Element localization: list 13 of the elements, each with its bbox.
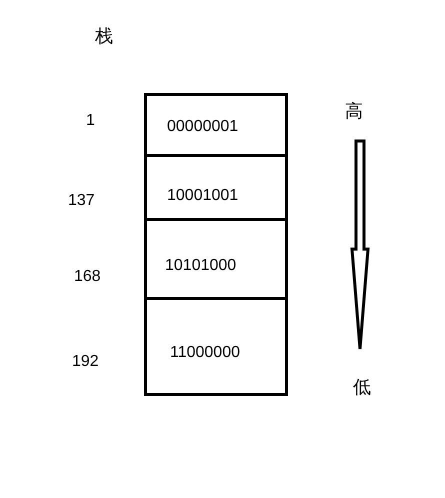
address-number: 168 [74,268,101,286]
stack-box [144,93,288,396]
direction-label: 低 [353,377,371,399]
address-number: 1 [86,112,95,130]
binary-value: 10101000 [165,257,236,275]
binary-value: 00000001 [167,118,238,136]
address-number: 192 [72,353,99,371]
hollow-arrow [350,140,370,350]
title: 栈 [95,25,113,48]
binary-value: 11000000 [170,344,240,362]
direction-label: 高 [345,101,363,123]
address-number: 137 [68,192,95,210]
binary-value: 10001001 [167,187,238,205]
